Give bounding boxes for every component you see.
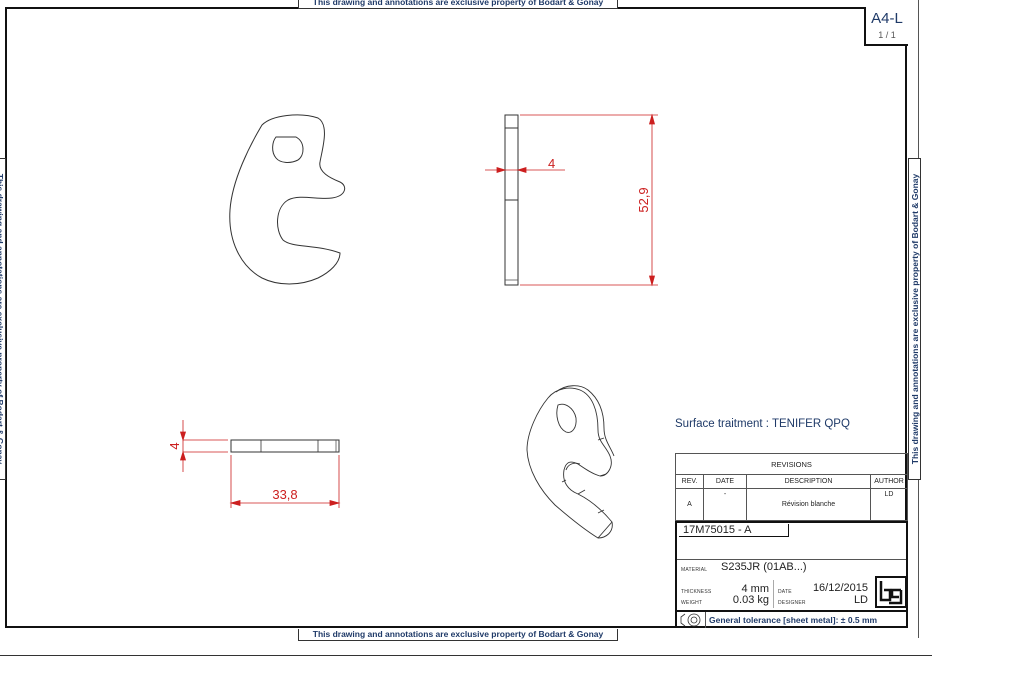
bottom-view: 4 33,8: [167, 420, 341, 508]
designer-value: LD: [853, 594, 868, 606]
company-logo: [875, 576, 907, 608]
projection-icon-box: [677, 612, 706, 628]
part-number: 17M75015 - A: [679, 524, 789, 537]
revisions-table: REVISIONS REV. DATE DESCRIPTION AUTHOR A…: [675, 453, 908, 521]
divider: [677, 559, 906, 560]
date-label: DATE: [778, 589, 792, 595]
property-notice-bottom: This drawing and annotations are exclusi…: [298, 629, 618, 641]
thickness-value: 4 mm: [741, 583, 770, 595]
sheet-size: A4-L: [871, 10, 903, 27]
page-bottom-rule: [0, 655, 932, 656]
title-block: 17M75015 - A MATERIAL S235JR (01AB...) T…: [675, 521, 908, 628]
revisions-row: A - Révision blanche LD: [675, 488, 908, 521]
dim-side-thickness: 4: [548, 156, 555, 171]
dim-side-height: 52,9: [636, 187, 651, 212]
weight-label: WEIGHT: [681, 600, 703, 606]
bg-logo-icon: [879, 581, 903, 605]
dim-bottom-thickness: 4: [167, 442, 182, 449]
general-tolerance: General tolerance [sheet metal]: ± 0.5 m…: [709, 615, 878, 625]
revision-description: Révision blanche: [746, 488, 871, 521]
surface-treatment-note: Surface traitment : TENIFER QPQ: [675, 418, 850, 430]
property-notice-top: This drawing and annotations are exclusi…: [298, 0, 618, 9]
weight-value: 0.03 kg: [732, 594, 769, 606]
sheet-size-box: A4-L 1 / 1: [864, 7, 908, 46]
front-view: [229, 114, 346, 285]
revisions-col-date: DATE: [703, 474, 747, 489]
property-notice-left: This drawing and annotations are exclusi…: [0, 158, 6, 480]
revisions-col-description: DESCRIPTION: [746, 474, 871, 489]
isometric-view: [526, 385, 615, 539]
property-notice-right: This drawing and annotations are exclusi…: [908, 158, 921, 480]
revisions-col-author: AUTHOR: [870, 474, 908, 489]
sheet-page: 1 / 1: [878, 30, 896, 40]
dim-bottom-width: 33,8: [272, 487, 297, 502]
designer-label: DESIGNER: [778, 600, 806, 606]
general-tolerance-row: General tolerance [sheet metal]: ± 0.5 m…: [677, 610, 906, 628]
thickness-label: THICKNESS: [681, 589, 712, 595]
side-view: 4 52,9: [485, 113, 658, 287]
date-value: 16/12/2015: [812, 582, 868, 594]
material-label: MATERIAL: [681, 567, 708, 573]
revisions-col-rev: REV.: [675, 474, 704, 489]
revisions-header-row: REV. DATE DESCRIPTION AUTHOR: [675, 474, 908, 489]
first-angle-projection-icon: [680, 613, 701, 627]
revision-date: -: [703, 488, 747, 521]
revision-rev: A: [675, 488, 704, 521]
material-value: S235JR (01AB...): [721, 561, 807, 573]
divider: [773, 580, 774, 608]
revisions-title: REVISIONS: [675, 453, 908, 475]
revision-author: LD: [870, 488, 908, 521]
